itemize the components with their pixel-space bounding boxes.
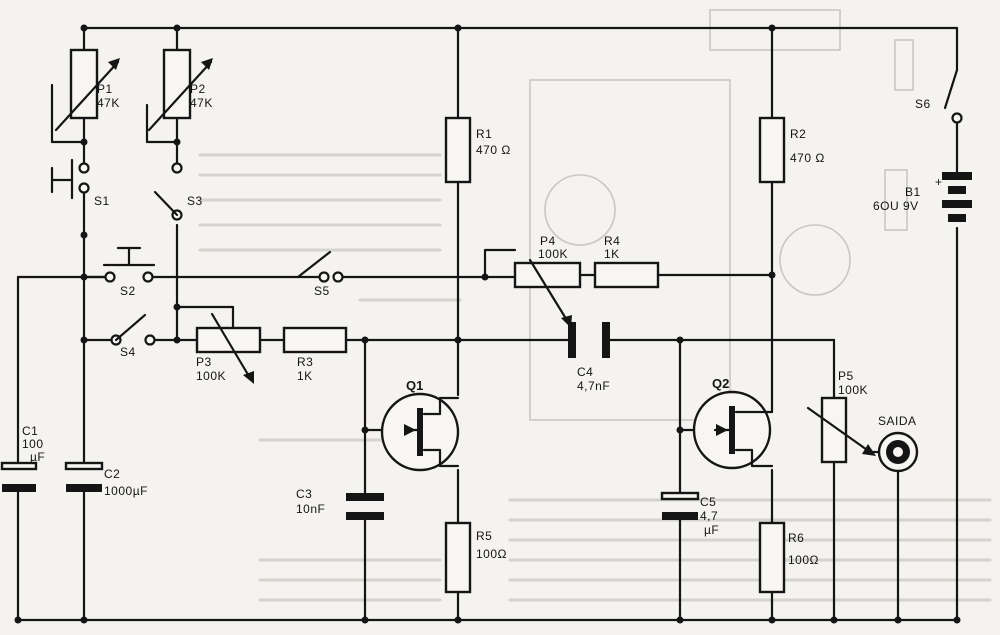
label-p3: P3 (196, 355, 212, 369)
bleed-through (198, 9, 992, 602)
label-q1: Q1 (406, 378, 423, 393)
label-r1-value: 470 Ω (476, 143, 511, 157)
label-r6-value: 100Ω (788, 553, 819, 567)
label-c2-value: 1000µF (104, 484, 148, 498)
label-s1: S1 (94, 194, 110, 208)
label-r4-value: 1K (604, 247, 620, 261)
label-r2: R2 (790, 127, 806, 141)
label-b1: B1 (905, 185, 921, 199)
potentiometer-p4 (513, 258, 582, 328)
label-c3: C3 (296, 487, 312, 501)
capacitor-c1 (0, 461, 38, 492)
label-s4: S4 (120, 345, 136, 359)
switch-s1 (50, 158, 90, 200)
potentiometer-p2 (147, 48, 213, 132)
battery-b1 (942, 172, 972, 222)
label-c4-value: 4,7nF (577, 379, 610, 393)
label-p5-value: 100K (838, 383, 868, 397)
resistor-r6 (758, 521, 786, 594)
label-r5: R5 (476, 529, 492, 543)
label-c5: C5 (700, 495, 716, 509)
label-c3-value: 10nF (296, 502, 325, 516)
resistor-r2 (758, 116, 786, 184)
capacitor-c3 (346, 493, 384, 520)
component-labels: P1 47K P2 47K S1 S3 S2 S5 S4 S6 R1 470 Ω… (22, 82, 943, 567)
label-p5: P5 (838, 369, 854, 383)
label-r5-value: 100Ω (476, 547, 507, 561)
resistor-r5 (444, 521, 472, 594)
potentiometer-p3 (195, 305, 262, 384)
label-q2: Q2 (712, 376, 729, 391)
label-p4: P4 (540, 234, 556, 248)
label-c5-value: 4,7 (700, 509, 718, 523)
label-c2: C2 (104, 467, 120, 481)
potentiometer-p5 (806, 396, 876, 464)
label-b1-value: 6OU 9V (873, 199, 919, 213)
label-r3: R3 (297, 355, 313, 369)
switch-s3 (153, 162, 183, 221)
label-s2: S2 (120, 284, 136, 298)
output-jack (877, 431, 919, 473)
transistor-q1 (380, 392, 460, 472)
label-p1: P1 (97, 82, 113, 96)
label-r3-value: 1K (297, 369, 313, 383)
label-battery-plus: + (935, 175, 943, 189)
label-c5-unit: µF (704, 523, 719, 537)
label-c1-value: 100 (22, 437, 44, 451)
label-p2-value: 47K (190, 96, 213, 110)
junctions (14, 24, 961, 624)
label-p4-value: 100K (538, 247, 568, 261)
capacitor-c4 (568, 322, 610, 358)
label-saida: SAIDA (878, 414, 917, 428)
switch-s5 (296, 250, 344, 283)
switch-s4 (110, 313, 156, 346)
resistor-r3 (282, 326, 348, 354)
capacitor-c2 (64, 461, 104, 492)
label-c1: C1 (22, 424, 38, 438)
label-r1: R1 (476, 127, 492, 141)
switch-s6 (943, 68, 963, 124)
label-c1-unit: µF (30, 450, 45, 464)
wiring (16, 26, 959, 622)
label-p2: P2 (190, 82, 206, 96)
transistor-q2 (692, 390, 774, 470)
resistor-r4 (593, 261, 660, 289)
label-p3-value: 100K (196, 369, 226, 383)
label-c4: C4 (577, 365, 593, 379)
capacitor-c5 (660, 491, 700, 520)
label-p1-value: 47K (97, 96, 120, 110)
resistor-r1 (444, 116, 472, 184)
switch-s2 (102, 246, 156, 283)
potentiometer-p1 (54, 48, 120, 132)
label-r2-value: 470 Ω (790, 151, 825, 165)
label-s3: S3 (187, 194, 203, 208)
label-r4: R4 (604, 234, 620, 248)
label-s5: S5 (314, 284, 330, 298)
label-r6: R6 (788, 531, 804, 545)
label-s6: S6 (915, 97, 931, 111)
